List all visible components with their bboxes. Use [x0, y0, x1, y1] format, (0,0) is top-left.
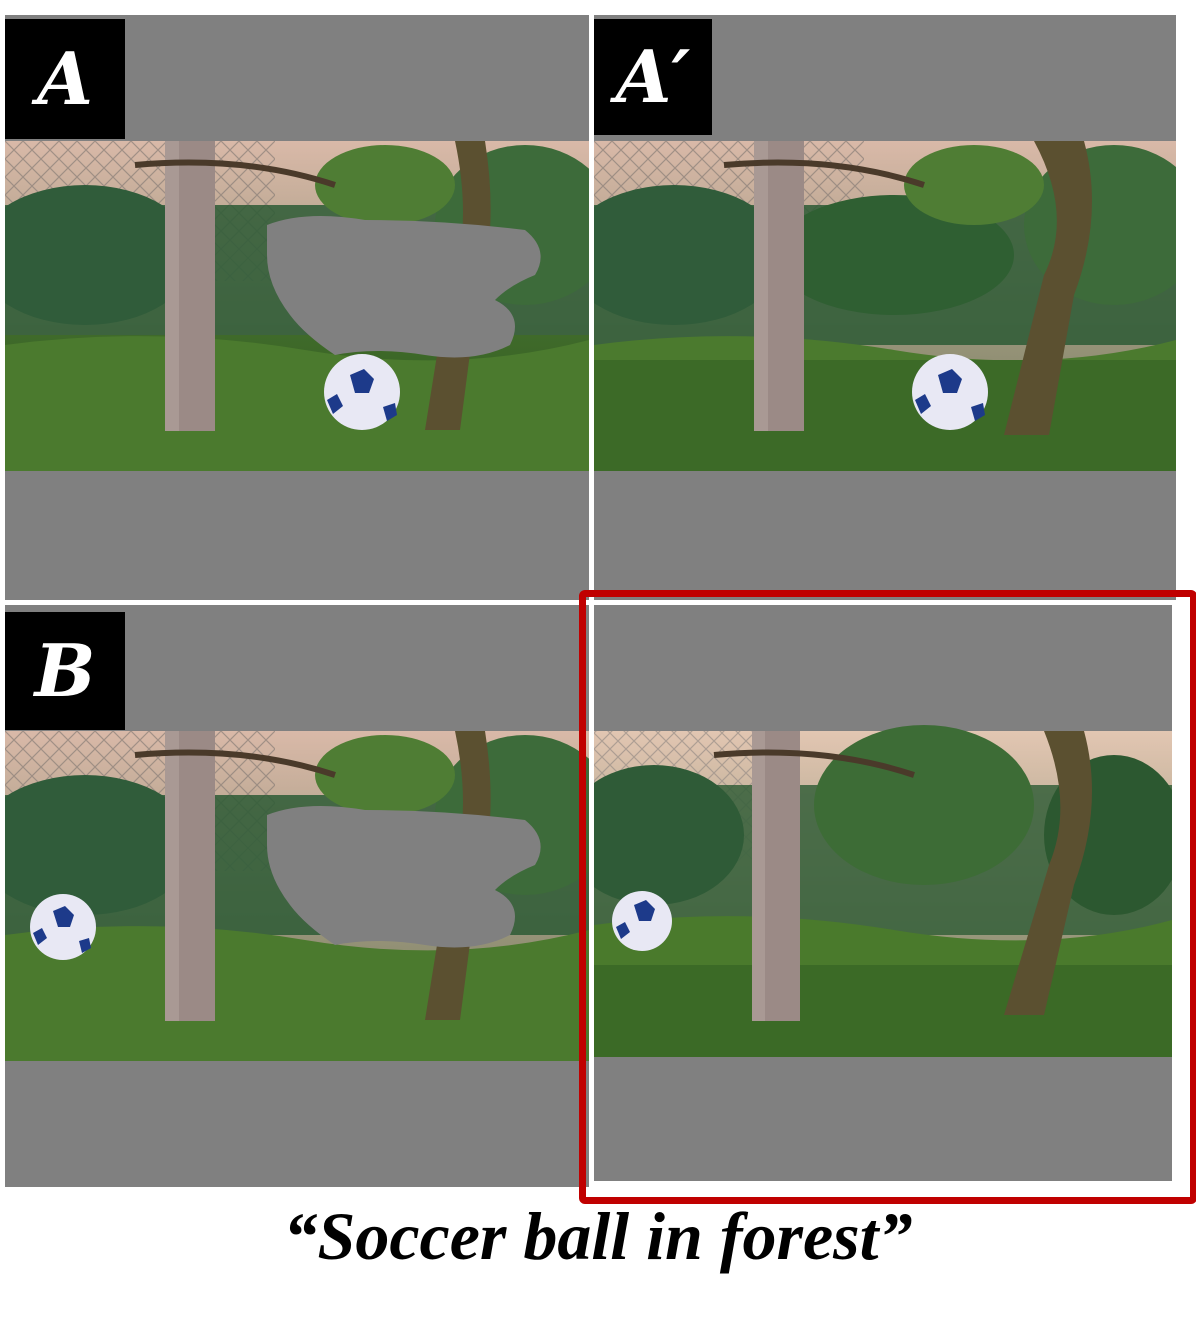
panel-b-label: B [5, 612, 125, 730]
panel-a-label: A [5, 19, 125, 139]
panel-a-image [5, 15, 589, 600]
panel-a-prime-label: A′ [594, 19, 712, 135]
panel-b-image [5, 605, 589, 1187]
panel-a-prime-image [594, 15, 1176, 600]
caption: “Soccer ball in forest” [283, 1198, 913, 1274]
result-highlight-frame [579, 590, 1196, 1204]
result-panel-image [594, 605, 1172, 1181]
